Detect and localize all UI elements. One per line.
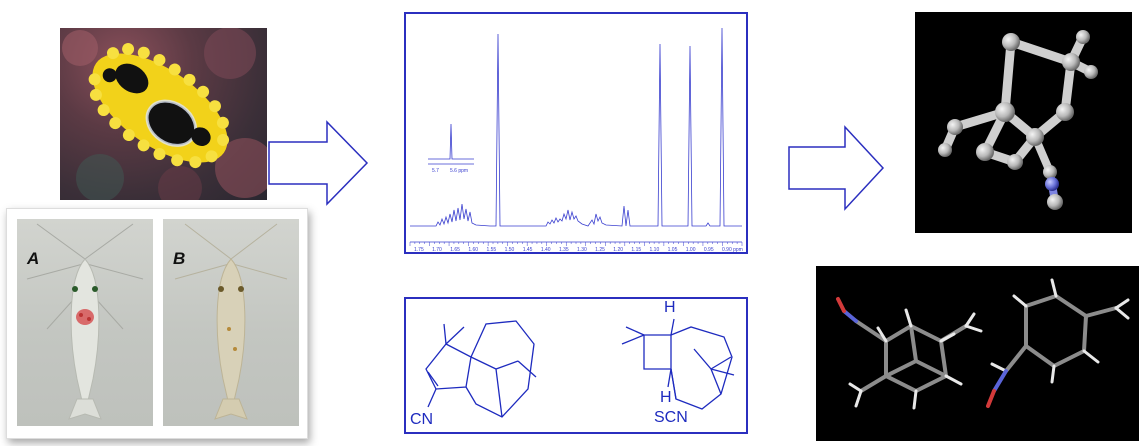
cn-group-label: CN bbox=[410, 411, 434, 428]
shrimp-b-illustration bbox=[174, 223, 288, 420]
nudibranch-illustration bbox=[62, 28, 267, 200]
axis-tick-label: 1.55 bbox=[486, 247, 496, 252]
axis-tick-label: 1.60 bbox=[468, 247, 478, 252]
axis-tick-label: 1.25 bbox=[595, 247, 605, 252]
shrimp-a-illustration bbox=[26, 223, 144, 420]
axis-tick-label: 1.50 bbox=[505, 247, 515, 252]
inset-tick-2: 5.6 ppm bbox=[450, 168, 468, 174]
shrimp-photo-panel: A B bbox=[6, 208, 308, 439]
stick-model bbox=[836, 278, 1130, 410]
h-label-bottom: H bbox=[660, 389, 672, 406]
axis-tick-label: 1.75 bbox=[414, 247, 424, 252]
axis-tick-label: 1.05 bbox=[668, 247, 678, 252]
shrimp-label-a: A bbox=[27, 249, 40, 268]
arrow-right-icon-2 bbox=[788, 125, 885, 211]
axis-tick-label: 1.15 bbox=[631, 247, 641, 252]
axis-tick-label: 1.10 bbox=[650, 247, 660, 252]
axis-tick-label: 0.90 ppm bbox=[722, 247, 743, 252]
nmr-spectrum-panel: 5.7 5.6 ppm 1.75 1.70 1.65 1.60 1.55 1.50 1.45… bbox=[404, 12, 748, 254]
shrimp-label-b: B bbox=[173, 249, 186, 268]
crystal-structure-model bbox=[816, 266, 1139, 441]
nmr-spectrum: 5.7 5.6 ppm 1.75 1.70 1.65 1.60 1.55 1.50 1.45… bbox=[409, 27, 743, 253]
chemical-structures-panel: CN H H SCN bbox=[404, 297, 748, 434]
chemical-structures bbox=[425, 318, 735, 418]
axis-tick-label: 1.20 bbox=[613, 247, 623, 252]
arrow-right-icon bbox=[268, 120, 369, 206]
axis-tick-label: 1.70 bbox=[432, 247, 442, 252]
axis-tick-label: 1.45 bbox=[523, 247, 533, 252]
axis-tick-label: 1.00 bbox=[686, 247, 696, 252]
scn-group-label: SCN bbox=[654, 409, 688, 426]
ball-and-stick-model bbox=[938, 30, 1098, 210]
molecule-3d-model bbox=[915, 12, 1132, 233]
axis-tick-label: 1.30 bbox=[577, 247, 587, 252]
inset-tick-1: 5.7 bbox=[432, 168, 439, 174]
shrimp-photo-a: A bbox=[17, 219, 153, 426]
h-label-top: H bbox=[664, 299, 676, 316]
axis-tick-label: 1.65 bbox=[450, 247, 460, 252]
axis-tick-label: 1.40 bbox=[541, 247, 551, 252]
axis-tick-label: 0.95 bbox=[704, 247, 714, 252]
nudibranch-photo bbox=[60, 28, 267, 200]
axis-tick-label: 1.35 bbox=[559, 247, 569, 252]
shrimp-photo-b: B bbox=[163, 219, 299, 426]
